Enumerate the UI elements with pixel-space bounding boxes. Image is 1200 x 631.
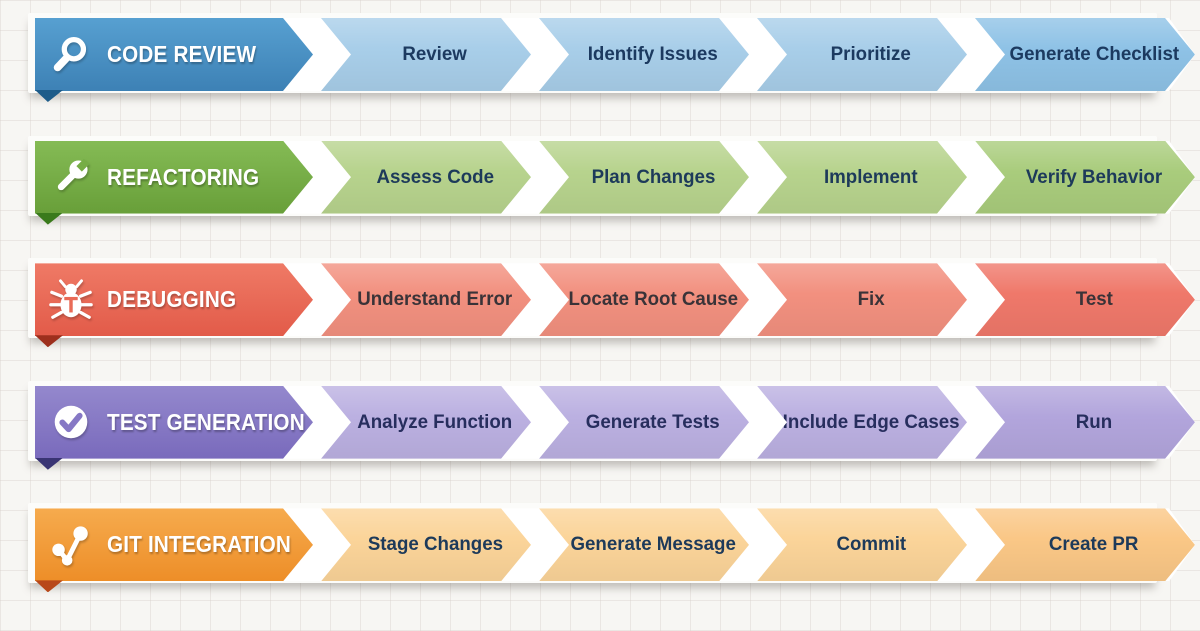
workflow-row-refactoring: REFACTORING Assess Code Plan Changes Imp…: [28, 135, 1195, 225]
ribbon-fold: [35, 212, 63, 225]
step-chevron: Prioritize: [757, 18, 967, 91]
stage-header-refactoring: REFACTORING: [35, 141, 313, 214]
step-label: Commit: [836, 533, 906, 556]
workflow-row-debugging: DEBUGGING Understand Error Locate Root C…: [28, 258, 1195, 348]
step-chevron: Generate Tests: [539, 386, 749, 459]
step-label: Analyze Function: [357, 410, 513, 433]
step-label: Implement: [824, 165, 918, 188]
step-chevron: Review: [321, 18, 531, 91]
stage-title: DEBUGGING: [107, 286, 237, 313]
step-label: Include Edge Cases: [782, 410, 960, 433]
step-label: Prioritize: [830, 43, 912, 65]
step-label: Test: [1075, 288, 1113, 311]
bug-icon: [48, 277, 94, 323]
wrench-icon: [48, 154, 94, 200]
step-chevron: Locate Root Cause: [539, 263, 749, 336]
workflow-row-code-review: CODE REVIEW Review Identify Issues Prior…: [28, 13, 1195, 102]
ribbon-fold: [35, 90, 63, 102]
step-label: Stage Changes: [367, 533, 503, 556]
stage-header-debugging: DEBUGGING: [35, 263, 313, 336]
step-label: Review: [402, 43, 468, 65]
step-chevron: Fix: [757, 263, 967, 336]
chevron-strip: DEBUGGING Understand Error Locate Root C…: [35, 263, 1195, 336]
step-chevron: Test: [975, 263, 1195, 336]
step-chevron: Assess Code: [321, 141, 531, 214]
chevron-strip: REFACTORING Assess Code Plan Changes Imp…: [35, 141, 1195, 214]
stage-header-git-integration: GIT INTEGRATION: [35, 508, 313, 581]
step-chevron: Understand Error: [321, 263, 531, 336]
step-chevron: Plan Changes: [539, 141, 749, 214]
stage-header-test-generation: TEST GENERATION: [35, 386, 313, 459]
stage-title: REFACTORING: [107, 163, 260, 190]
step-label: Generate Checklist: [1009, 43, 1179, 65]
git-branch-icon: [48, 522, 94, 568]
step-label: Verify Behavior: [1025, 165, 1163, 188]
ribbon-fold: [35, 457, 63, 470]
step-label: Locate Root Cause: [568, 288, 738, 311]
step-chevron: Identify Issues: [539, 18, 749, 91]
step-label: Run: [1075, 410, 1113, 433]
step-chevron: Stage Changes: [321, 508, 531, 581]
step-chevron: Run: [975, 386, 1195, 459]
step-chevron: Generate Checklist: [975, 18, 1195, 91]
ribbon-fold: [35, 580, 63, 593]
stage-title: GIT INTEGRATION: [107, 531, 292, 558]
step-chevron: Generate Message: [539, 508, 749, 581]
step-chevron: Commit: [757, 508, 967, 581]
workflow-row-test-generation: TEST GENERATION Analyze Function Generat…: [28, 380, 1195, 470]
stage-title: CODE REVIEW: [107, 41, 257, 67]
step-chevron: Verify Behavior: [975, 141, 1195, 214]
chevron-strip: CODE REVIEW Review Identify Issues Prior…: [35, 18, 1195, 91]
step-label: Plan Changes: [591, 165, 715, 188]
chevron-strip: GIT INTEGRATION Stage Changes Generate M…: [35, 508, 1195, 581]
step-chevron: Include Edge Cases: [757, 386, 967, 459]
step-chevron: Create PR: [975, 508, 1195, 581]
step-label: Generate Message: [570, 533, 736, 556]
step-chevron: Implement: [757, 141, 967, 214]
magnifier-icon: [48, 32, 94, 78]
stage-title: TEST GENERATION: [107, 408, 305, 435]
stage-header-code-review: CODE REVIEW: [35, 18, 313, 91]
step-label: Create PR: [1049, 533, 1139, 556]
workflow-row-git-integration: GIT INTEGRATION Stage Changes Generate M…: [28, 503, 1195, 593]
step-label: Understand Error: [357, 288, 513, 311]
step-label: Assess Code: [376, 165, 494, 188]
step-chevron: Analyze Function: [321, 386, 531, 459]
step-label: Fix: [857, 288, 885, 311]
chevron-strip: TEST GENERATION Analyze Function Generat…: [35, 386, 1195, 459]
check-circle-icon: [48, 399, 94, 445]
ribbon-fold: [35, 335, 63, 348]
step-label: Generate Tests: [586, 410, 720, 433]
step-label: Identify Issues: [587, 43, 719, 65]
